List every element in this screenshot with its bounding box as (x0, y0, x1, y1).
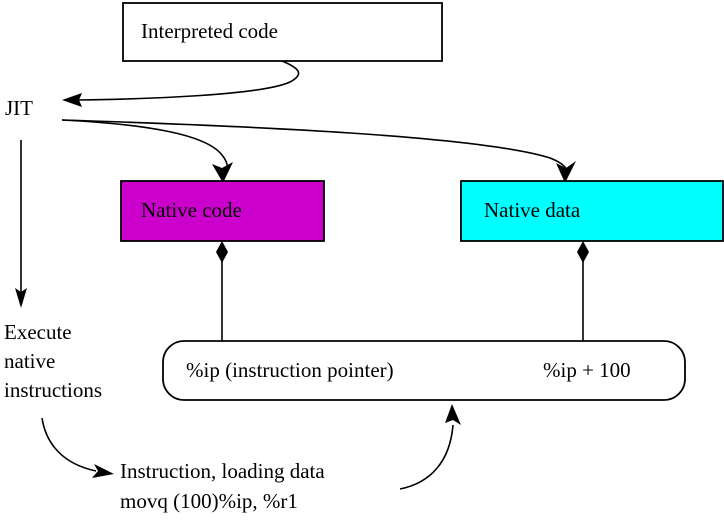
ip-box-rounded-rect[interactable] (162, 340, 686, 401)
edge-jit-to-execute (15, 140, 27, 308)
edge-interpreted-code-to-jit-path (77, 60, 300, 101)
edge-interpreted-code-to-jit (62, 60, 300, 107)
edge-instruction-to-ip-box-path (399, 424, 454, 490)
edge-jit-to-native-code-path (61, 119, 229, 182)
edge-execute-to-instruction-arrowhead (92, 464, 114, 478)
execute-label-line-3: instructions (4, 378, 102, 402)
edge-interpreted-code-to-jit-arrowhead (62, 93, 82, 107)
native-data-box[interactable] (460, 180, 724, 242)
native-code-label: Native code (141, 198, 242, 222)
interpreted-code-label: Interpreted code (141, 19, 278, 43)
edge-execute-to-instruction (41, 417, 114, 478)
edge-jit-to-execute-arrowhead (15, 288, 27, 308)
edge-jit-to-native-data-path (61, 119, 569, 182)
ip-box-right-label: %ip + 100 (543, 358, 631, 382)
edge-ip-box-to-native-data-arrowhead (577, 241, 589, 263)
edge-ip-box-to-native-code-arrowhead (216, 241, 228, 263)
execute-label-line-1: Execute (4, 320, 72, 344)
native-data-label: Native data (484, 198, 581, 222)
node-native-code[interactable]: Native code (120, 180, 325, 242)
edge-instruction-to-ip-box-arrowhead (445, 404, 461, 425)
edge-ip-box-to-native-data (577, 241, 589, 341)
native-code-box[interactable] (120, 180, 325, 242)
edge-jit-to-native-data-arrowhead (556, 161, 576, 183)
node-interpreted-code[interactable]: Interpreted code (122, 2, 443, 62)
ip-box-left-label: %ip (instruction pointer) (186, 358, 394, 382)
edge-jit-to-native-data (61, 119, 576, 183)
edge-instruction-to-ip-box (399, 404, 461, 490)
edge-ip-box-to-native-code (216, 241, 228, 341)
node-ip-box[interactable]: %ip (instruction pointer) %ip + 100 (162, 340, 686, 401)
edge-execute-to-instruction-path (41, 417, 97, 472)
edge-jit-to-native-code-arrowhead (212, 162, 233, 183)
jit-label: JIT (5, 96, 33, 120)
instruction-label-line-2: movq (100)%ip, %r1 (120, 489, 298, 513)
edge-jit-to-native-code (61, 119, 233, 183)
interpreted-code-box[interactable] (122, 2, 443, 62)
node-native-data[interactable]: Native data (460, 180, 724, 242)
instruction-label-line-1: Instruction, loading data (120, 459, 325, 483)
execute-label-line-2: native (4, 349, 55, 373)
